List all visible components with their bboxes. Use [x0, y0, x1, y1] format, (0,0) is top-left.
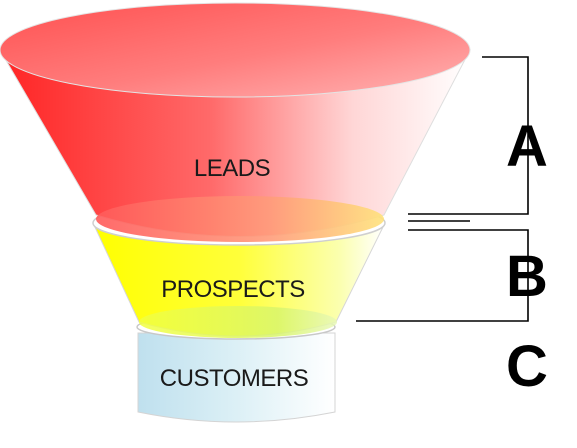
section-c-letter: C — [506, 334, 548, 399]
section-b-letter: B — [506, 244, 548, 309]
section-a-bracket — [408, 56, 529, 215]
section-b-bracket — [356, 229, 529, 322]
leads-label: LEADS — [194, 155, 270, 182]
leads-stage: LEADS — [0, 2, 471, 242]
customers-cylinder-body — [137, 332, 336, 423]
customers-label: CUSTOMERS — [160, 365, 308, 392]
leads-funnel-bottom — [96, 196, 384, 242]
prospects-label: PROSPECTS — [161, 276, 305, 303]
section-a-letter: A — [506, 114, 548, 179]
prospects-funnel-bottom — [139, 306, 337, 338]
section-brackets — [356, 56, 529, 322]
leads-funnel-top — [0, 2, 471, 98]
